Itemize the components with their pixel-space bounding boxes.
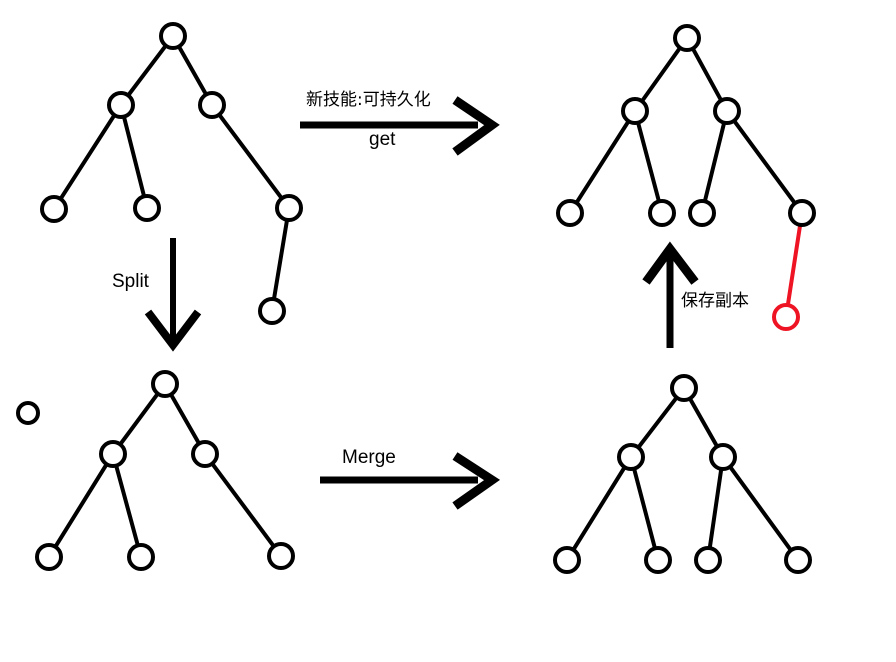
tree-node[interactable]: [191, 440, 219, 468]
tree-node[interactable]: [40, 195, 68, 223]
nodes-group: [16, 22, 816, 574]
tree-node[interactable]: [553, 546, 581, 574]
tree-edge: [687, 395, 720, 450]
tree-node[interactable]: [127, 543, 155, 571]
edges-group: [52, 42, 803, 554]
tree-node[interactable]: [648, 199, 676, 227]
tree-edge: [690, 45, 724, 104]
tree-edge: [727, 463, 794, 554]
tree-edge: [209, 460, 277, 550]
tree-node[interactable]: [644, 546, 672, 574]
tree-node[interactable]: [159, 22, 187, 50]
tree-node[interactable]: [258, 297, 286, 325]
tree-node[interactable]: [772, 303, 800, 331]
tree-node[interactable]: [621, 97, 649, 125]
tree-edge: [785, 221, 803, 309]
tree-node[interactable]: [784, 546, 812, 574]
tree-node[interactable]: [151, 370, 179, 398]
save-copy-arrow-label: 保存副本: [681, 291, 749, 311]
arrows-group: [144, 96, 699, 510]
tree-node[interactable]: [688, 199, 716, 227]
tree-node[interactable]: [275, 194, 303, 222]
tree-node[interactable]: [713, 97, 741, 125]
tree-edge: [125, 42, 169, 99]
tree-edge: [168, 391, 202, 447]
tree-node[interactable]: [788, 199, 816, 227]
tree-edge: [635, 394, 680, 451]
tree-edge: [731, 117, 798, 207]
tree-edge: [635, 119, 662, 205]
tree-node[interactable]: [267, 542, 295, 570]
tree-node[interactable]: [617, 443, 645, 471]
tree-edge: [113, 462, 141, 549]
tree-edge: [271, 216, 290, 303]
tree-node[interactable]: [198, 91, 226, 119]
split-arrow-label: Split: [112, 271, 149, 292]
get-arrow-label-top: 新技能:可持久化: [306, 90, 431, 110]
get-arrow: [300, 96, 500, 156]
tree-edge: [121, 113, 147, 200]
tree-node[interactable]: [694, 546, 722, 574]
tree-node[interactable]: [673, 24, 701, 52]
tree-edge: [58, 112, 117, 202]
tree-node[interactable]: [709, 443, 737, 471]
tree-edge: [573, 118, 632, 206]
tree-node[interactable]: [107, 91, 135, 119]
split-arrow: [144, 238, 202, 352]
tree-edge: [176, 43, 209, 98]
tree-edge: [631, 465, 658, 552]
merge-arrow: [320, 452, 501, 510]
merge-arrow-label: Merge: [342, 447, 396, 468]
tree-edge: [52, 461, 110, 550]
tree-edge: [216, 111, 285, 202]
tree-node[interactable]: [35, 543, 63, 571]
tree-node[interactable]: [556, 199, 584, 227]
tree-node[interactable]: [99, 440, 127, 468]
tree-edge: [707, 465, 724, 552]
tree-edge: [639, 45, 683, 104]
tree-node[interactable]: [16, 401, 40, 425]
tree-edge: [570, 464, 628, 553]
get-arrow-label-bottom: get: [369, 129, 396, 150]
tree-node[interactable]: [670, 374, 698, 402]
tree-node[interactable]: [133, 194, 161, 222]
save-copy-arrow: [642, 241, 699, 348]
tree-edge: [702, 119, 727, 205]
tree-edge: [117, 390, 161, 448]
